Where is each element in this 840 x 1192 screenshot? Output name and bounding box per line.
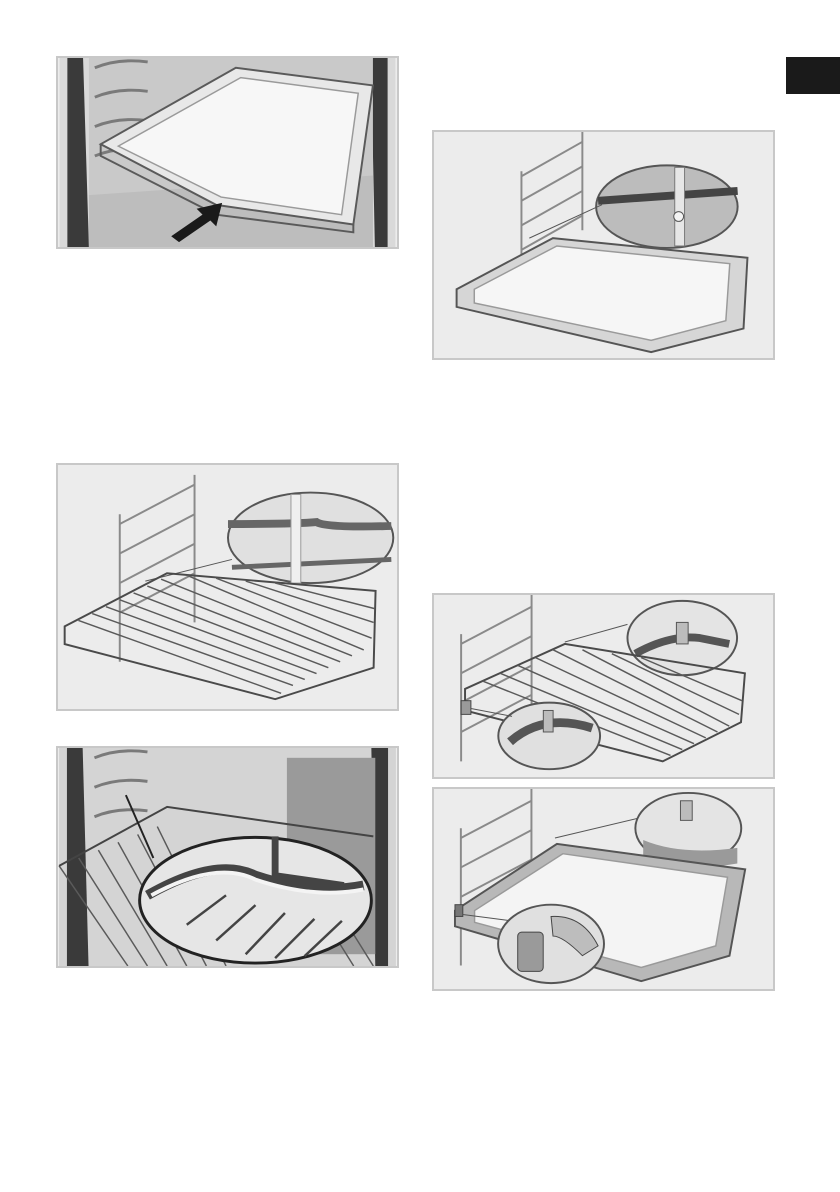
figure-wire-rack-rails [56,463,399,711]
figure-rack-in-oven [56,746,399,968]
figure-telescopic-tray [432,787,775,991]
tray-rail-stop-illustration [434,132,773,358]
language-tab [786,57,840,94]
figure-oven-tray-insert [56,56,399,249]
telescopic-tray-illustration [434,789,773,989]
tray-insert-arrow-illustration [58,58,397,247]
figure-telescopic-rack [432,593,775,779]
figure-tray-on-rails [432,130,775,360]
wire-rack-illustration [58,465,397,709]
telescopic-rack-illustration [434,595,773,777]
rack-in-oven-illustration [58,748,397,966]
